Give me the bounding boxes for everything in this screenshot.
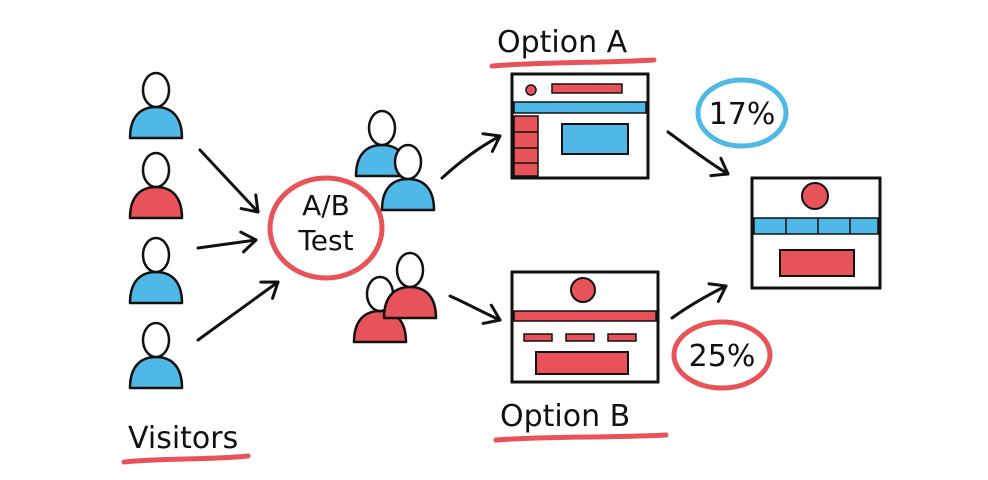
arrow-icon [196, 272, 286, 342]
arrow-icon [440, 125, 507, 180]
arrow-icon [196, 228, 259, 254]
visitors-underline [121, 453, 251, 465]
option-b-label: Option B [500, 399, 630, 434]
visitor-person-icon [128, 236, 184, 305]
visitor-person-icon [128, 321, 184, 390]
visitor-person-icon [128, 71, 184, 140]
ab-test-line2: Test [297, 224, 353, 257]
pct-b-badge: 25% [671, 319, 773, 391]
arrow-icon [670, 275, 733, 320]
pct-b-value: 25% [689, 339, 756, 374]
arrow-icon [666, 130, 735, 185]
option-a-label: Option A [497, 25, 628, 60]
arrow-icon [448, 294, 506, 331]
visitors-label: Visitors [128, 421, 238, 456]
pct-a-badge: 17% [695, 77, 789, 149]
arrow-icon [198, 148, 267, 221]
pct-a-value: 17% [709, 97, 776, 132]
ab-test-node: A/B Test [267, 175, 385, 281]
option-a-underline [489, 57, 657, 69]
option-a-webpage-icon [510, 72, 650, 180]
visitor-person-icon [128, 151, 184, 220]
ab-test-line1: A/B [302, 189, 350, 222]
option-b-webpage-icon [510, 270, 660, 384]
result-webpage-icon [750, 176, 882, 290]
option-b-underline [493, 432, 669, 443]
